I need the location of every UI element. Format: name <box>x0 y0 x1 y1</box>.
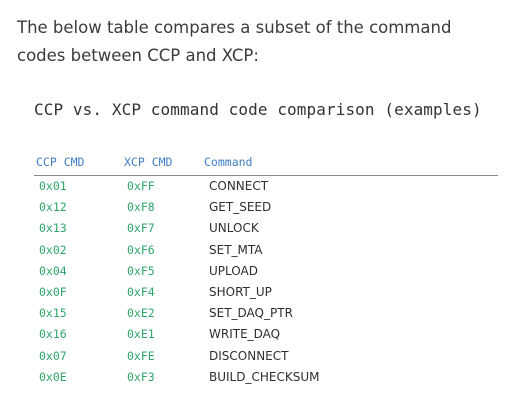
table-title: CCP vs. XCP command code comparison (exa… <box>34 100 482 119</box>
ccp-code-cell: 0x0E <box>39 369 67 384</box>
command-name-cell: UNLOCK <box>209 221 259 236</box>
command-name-cell: WRITE_DAQ <box>209 327 281 342</box>
xcp-code-cell: 0xF5 <box>127 263 155 278</box>
table-header-row: CCP CMD XCP CMD Command <box>34 153 498 176</box>
command-name-cell: GET_SEED <box>209 200 272 215</box>
header-ccp-cmd: CCP CMD <box>36 155 85 169</box>
command-name-cell: SHORT_UP <box>209 284 272 299</box>
command-name-cell: UPLOAD <box>209 263 258 278</box>
intro-paragraph: The below table compares a subset of the… <box>17 18 452 65</box>
table-row: 0x16 0xE1 WRITE_DAQ <box>34 324 498 345</box>
command-name-cell: DISCONNECT <box>209 348 289 363</box>
ccp-code-cell: 0x0F <box>39 284 67 299</box>
command-name-cell: BUILD_CHECKSUM <box>209 369 320 384</box>
ccp-code-cell: 0x02 <box>39 242 67 257</box>
xcp-code-cell: 0xF3 <box>127 369 155 384</box>
xcp-code-cell: 0xF8 <box>127 200 155 215</box>
table-row: 0x12 0xF8 GET_SEED <box>34 197 498 218</box>
table-row: 0x02 0xF6 SET_MTA <box>34 240 498 261</box>
table-row: 0x01 0xFF CONNECT <box>34 176 498 197</box>
xcp-code-cell: 0xFE <box>127 348 155 363</box>
xcp-code-cell: 0xF4 <box>127 284 155 299</box>
table-row: 0x04 0xF5 UPLOAD <box>34 261 498 282</box>
table-row: 0x13 0xF7 UNLOCK <box>34 218 498 239</box>
xcp-code-cell: 0xFF <box>127 179 155 193</box>
ccp-code-cell: 0x01 <box>39 179 67 193</box>
ccp-code-cell: 0x04 <box>39 263 67 278</box>
table-row: 0x0E 0xF3 BUILD_CHECKSUM <box>34 367 498 388</box>
header-command: Command <box>204 155 253 169</box>
ccp-code-cell: 0x15 <box>39 306 67 321</box>
header-xcp-cmd: XCP CMD <box>124 155 173 169</box>
ccp-code-cell: 0x16 <box>39 327 67 342</box>
table-row: 0x07 0xFE DISCONNECT <box>34 346 498 367</box>
xcp-code-cell: 0xF6 <box>127 242 155 257</box>
table-row: 0x15 0xE2 SET_DAQ_PTR <box>34 303 498 324</box>
table-row: 0x0F 0xF4 SHORT_UP <box>34 282 498 303</box>
command-name-cell: SET_DAQ_PTR <box>209 306 293 321</box>
xcp-code-cell: 0xE1 <box>127 327 155 342</box>
xcp-code-cell: 0xF7 <box>127 221 155 236</box>
ccp-code-cell: 0x07 <box>39 348 67 363</box>
ccp-code-cell: 0x12 <box>39 200 67 215</box>
xcp-code-cell: 0xE2 <box>127 306 155 321</box>
ccp-code-cell: 0x13 <box>39 221 67 236</box>
command-name-cell: CONNECT <box>209 179 269 193</box>
command-name-cell: SET_MTA <box>209 242 263 257</box>
